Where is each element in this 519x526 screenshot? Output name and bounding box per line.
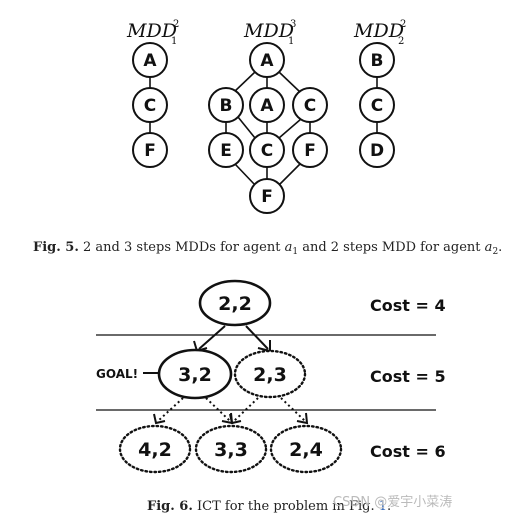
ict-node: [118, 424, 192, 474]
mdd-node: [359, 132, 395, 168]
mdd-node: [249, 42, 285, 78]
mdd-node-label: B: [371, 51, 384, 71]
mdd-node-label: A: [260, 51, 274, 71]
mdd-1-title: MDD: [126, 20, 177, 42]
mdd-2-subscript: 1: [288, 36, 294, 47]
ict-node: [194, 424, 268, 474]
mdd-node: [208, 132, 244, 168]
ict-node-label: 3,2: [178, 364, 212, 386]
mdd-node-label: A: [260, 96, 274, 116]
cost-label: Cost = 4: [370, 296, 446, 315]
cost-label: Cost = 5: [370, 367, 446, 386]
mdd-node: [132, 42, 168, 78]
caption-text: and 2 steps MDD for agent: [298, 240, 485, 255]
mdd-edge: [234, 163, 256, 186]
goal-label: GOAL!: [96, 367, 138, 381]
ict-arrow: [233, 397, 259, 422]
mdd-3-subscript: 2: [398, 36, 404, 47]
caption-label: Fig. 6.: [147, 499, 193, 514]
ict-arrow: [245, 325, 269, 350]
figure-reference-link[interactable]: 1: [379, 499, 387, 514]
mdd-node-label: F: [144, 141, 156, 161]
mdd-1-superscript: 2: [173, 19, 179, 30]
mdd-node-label: C: [144, 96, 156, 116]
mdd-2-superscript: 3: [290, 19, 296, 30]
mdd-node: [292, 87, 328, 123]
mdd-node-label: C: [371, 96, 383, 116]
mdd-node: [249, 132, 285, 168]
mdd-node: [292, 132, 328, 168]
ict-arrow: [280, 397, 306, 422]
arrow-head: [296, 412, 309, 425]
mdd-3: MDD 2 2 B C D: [353, 19, 406, 168]
mdd-edge: [278, 118, 302, 139]
mdd-edge: [237, 116, 256, 139]
figure-5-caption: Fig. 5. 2 and 3 steps MDDs for agent a1 …: [33, 240, 502, 257]
arrow-head: [229, 413, 242, 425]
mdd-3-title: MDD: [353, 20, 404, 42]
mdd-edge: [233, 71, 256, 93]
ict-node-label: 2,4: [289, 439, 323, 461]
mdd-node: [359, 87, 395, 123]
ict-node-label: 2,3: [253, 364, 287, 386]
caption-math: a: [485, 240, 493, 255]
ict-node: [233, 349, 307, 399]
ict-node: [269, 424, 343, 474]
caption-text: .: [387, 499, 391, 514]
caption-label: Fig. 5.: [33, 240, 79, 255]
mdd-node: [132, 132, 168, 168]
caption-text: .: [498, 240, 502, 255]
cost-label: Cost = 6: [370, 442, 446, 461]
mdd-node-label: C: [304, 96, 316, 116]
mdd-node-label: A: [143, 51, 157, 71]
caption-math: a: [285, 240, 293, 255]
figure-6: GOAL! 2,2 3,2 2,3 4,2 3,3 2,4 Cost = 4 C…: [96, 279, 446, 514]
ict-arrow: [205, 397, 231, 422]
mdd-3-superscript: 2: [400, 19, 406, 30]
mdd-node: [208, 87, 244, 123]
mdd-node-label: F: [261, 187, 273, 207]
caption-math-subscript: 1: [292, 247, 298, 257]
ict-node-root: [198, 279, 272, 327]
mdd-node-label: D: [370, 141, 384, 161]
mdd-1: MDD 2 1 A C F: [126, 19, 179, 168]
ict-node-goal: [157, 348, 233, 400]
ict-node-label: 2,2: [218, 293, 252, 315]
watermark: CSDN @爱宇小菜涛: [333, 494, 452, 510]
mdd-2: MDD 3 1 A B A C E: [208, 19, 328, 214]
mdd-node: [249, 87, 285, 123]
mdd-node: [132, 87, 168, 123]
caption-math-subscript: 2: [492, 247, 498, 257]
mdd-edge: [278, 71, 301, 93]
mdd-node-label: E: [220, 141, 232, 161]
arrow-head: [153, 413, 166, 425]
mdd-node-label: C: [261, 141, 273, 161]
ict-arrow: [157, 397, 184, 422]
mdd-node-label: B: [220, 96, 233, 116]
caption-text: 2 and 3 steps MDDs for agent: [79, 240, 285, 255]
mdd-node-label: F: [304, 141, 316, 161]
figure-6-caption: Fig. 6. ICT for the problem in Fig. 1.: [147, 499, 391, 514]
mdd-edge: [278, 163, 301, 186]
ict-node-label: 4,2: [138, 439, 172, 461]
caption-text: ICT for the problem in Fig.: [193, 499, 379, 514]
ict-arrow: [198, 325, 226, 350]
mdd-node: [359, 42, 395, 78]
mdd-1-subscript: 1: [171, 36, 177, 47]
ict-node-label: 3,3: [214, 439, 248, 461]
figure-5: MDD 2 1 A C F MDD 3 1: [33, 19, 502, 257]
mdd-node: [249, 178, 285, 214]
mdd-2-title: MDD: [243, 20, 294, 42]
